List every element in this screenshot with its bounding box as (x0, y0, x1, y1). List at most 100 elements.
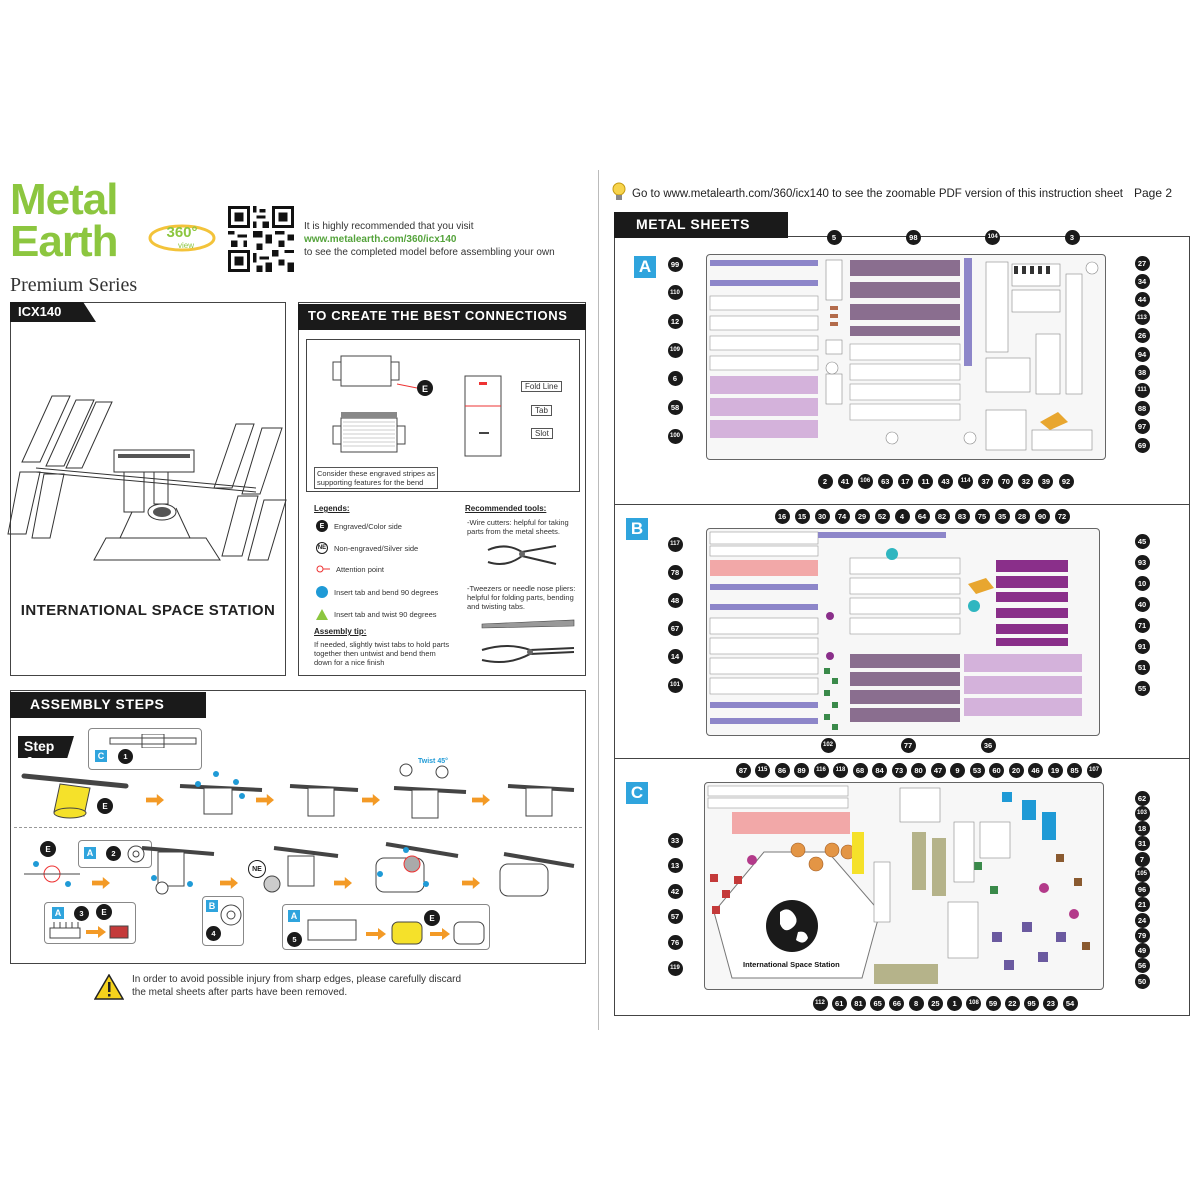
sheet-c-part-80: 80 (911, 762, 926, 778)
legend-engraved-text: Engraved/Color side (334, 521, 402, 531)
sheet-c-part-79: 79 (1134, 927, 1150, 943)
sheet-c-part-9: 9 (950, 762, 965, 778)
legend-mark-ne: NE (316, 542, 328, 554)
sheet-c-part-76: 76 (667, 934, 683, 950)
row2-cylinder-1 (141, 846, 215, 895)
metal-sheets-box (614, 236, 1190, 1016)
sheet-c-part-118: 118 (833, 762, 848, 778)
sheet-a-part-37: 37 (978, 473, 994, 489)
sheet-b-part-67: 67 (667, 621, 683, 637)
sheet-c-part-53: 53 (969, 762, 985, 778)
badge-360-sub: view (178, 241, 194, 250)
step1-cylinder-3 (289, 784, 359, 817)
sheet-a-part-63: 63 (877, 473, 893, 489)
connections-box (298, 302, 586, 676)
part-ref-a3-box (44, 902, 136, 944)
sheet-c-part-84: 84 (872, 762, 887, 778)
sheet-a-part-99: 99 (667, 256, 683, 272)
tab-slot-illustration (464, 375, 502, 457)
tool-wire-cutters: -Wire cutters: helpful for taking parts … (467, 518, 569, 536)
sheet-c-part-47: 47 (930, 762, 946, 778)
brand-series: Premium Series (10, 274, 138, 296)
sheet-b-part-16: 16 (774, 508, 790, 524)
assembly-tip-title: Assembly tip: (314, 627, 367, 636)
legends-title: Legends: (314, 504, 350, 513)
sheet-c-part-107: 107 (1086, 762, 1102, 778)
sheet-c-part-56: 56 (1134, 958, 1150, 974)
sheet-c-part-73: 73 (891, 762, 907, 778)
sheet-a-part-92: 92 (1058, 473, 1074, 489)
sheet-a-part-94: 94 (1134, 346, 1150, 362)
row2-cylinder-3 (375, 842, 459, 893)
attention-point-icon (316, 565, 330, 573)
sheet-b-part-48: 48 (667, 592, 683, 608)
qr-code-icon[interactable] (228, 206, 294, 272)
legend-engraved: E Engraved/Color side (316, 520, 402, 532)
sheet-c-part-57: 57 (667, 909, 683, 925)
sheet-b-parts (709, 531, 1082, 730)
legend-twist: Insert tab and twist 90 degrees (316, 609, 437, 620)
sheet-a-part-2: 2 (817, 473, 833, 489)
legend-attention-text: Attention point (336, 564, 384, 574)
sheet-c-part-59: 59 (985, 995, 1001, 1011)
tools-title: Recommended tools: (465, 504, 547, 513)
twist-triangle-icon (316, 609, 328, 620)
sheet-c-iss-label: International Space Station (743, 960, 840, 969)
visit-url-link[interactable]: www.metalearth.com/360/icx140 (304, 234, 457, 245)
sheet-c-part-13: 13 (667, 858, 683, 874)
sheet-b-part-55: 55 (1134, 680, 1150, 696)
legend-attention: Attention point (316, 563, 384, 575)
sheet-a-part-12: 12 (667, 313, 683, 329)
sheet-b-part-4: 4 (894, 508, 910, 524)
sheet-c-part-42: 42 (667, 883, 683, 899)
sheet-a-part-26: 26 (1134, 328, 1150, 344)
sheet-c-part-20: 20 (1008, 762, 1024, 778)
sheet-a-part-43: 43 (938, 473, 953, 489)
warning-line-2: the metal sheets after parts have been r… (132, 987, 348, 998)
model-name: INTERNATIONAL SPACE STATION (20, 602, 276, 619)
page-divider (598, 170, 599, 1030)
part-ref-b4-box (202, 896, 244, 946)
sheet-b-part-90: 90 (1034, 508, 1050, 524)
legend-non-engraved-text: Non-engraved/Silver side (334, 543, 419, 553)
sheet-separator-1 (614, 504, 1190, 505)
part-b4-disc (220, 904, 242, 926)
sheet-b-part-29: 29 (854, 508, 870, 524)
sheet-a-part-104: 104 (985, 229, 1001, 245)
visit-line-3: to see the completed model before assemb… (304, 247, 555, 258)
sheet-a-part-69: 69 (1134, 437, 1150, 453)
sheet-c-part-18: 18 (1134, 821, 1150, 836)
sheet-b-part-30: 30 (814, 508, 830, 524)
sheet-c-parts (707, 785, 1090, 984)
sheet-a-part-114: 114 (958, 473, 974, 489)
sheet-b-part-75: 75 (974, 508, 990, 524)
assembly-tip-text: If needed, slightly twist tabs to hold p… (314, 640, 450, 667)
sheet-a-part-11: 11 (917, 473, 933, 489)
sheet-b-part-51: 51 (1134, 659, 1150, 675)
part-a2-piece (24, 861, 80, 887)
sheet-c-part-85: 85 (1067, 762, 1082, 778)
sheet-c-part-103: 103 (1134, 805, 1150, 821)
sheet-c-part-7: 7 (1134, 851, 1150, 867)
sheet-a-parts (709, 258, 1099, 451)
sheet-b-part-102: 102 (820, 737, 836, 753)
sheet-b-part-10: 10 (1134, 575, 1150, 591)
part-a3-comb (49, 922, 129, 939)
tool-tweezers: -Tweezers or needle nose pliers: helpful… (467, 584, 576, 611)
sheet-a-part-27: 27 (1134, 255, 1150, 271)
step1-cylinder-2 (179, 771, 263, 815)
sheet-c-part-105: 105 (1134, 866, 1150, 882)
sheet-c-part-31: 31 (1134, 836, 1150, 852)
badge-360-text: 360° (166, 224, 197, 241)
part-a5-sheet-wrap (307, 919, 485, 945)
sheet-b-part-82: 82 (934, 508, 950, 524)
sheet-b-part-64: 64 (914, 508, 930, 524)
bend-dot-icon (316, 586, 328, 598)
sheet-a-part-88: 88 (1134, 401, 1150, 417)
sheet-b-part-45: 45 (1134, 533, 1150, 549)
sheet-c-part-119: 119 (667, 960, 683, 976)
sheet-c-part-46: 46 (1028, 762, 1043, 778)
sheet-a-letter: A (634, 256, 656, 278)
sheet-b-part-71: 71 (1134, 617, 1150, 633)
zoomable-pdf-link[interactable]: Go to www.metalearth.com/360/icx140 to s… (632, 188, 1123, 200)
